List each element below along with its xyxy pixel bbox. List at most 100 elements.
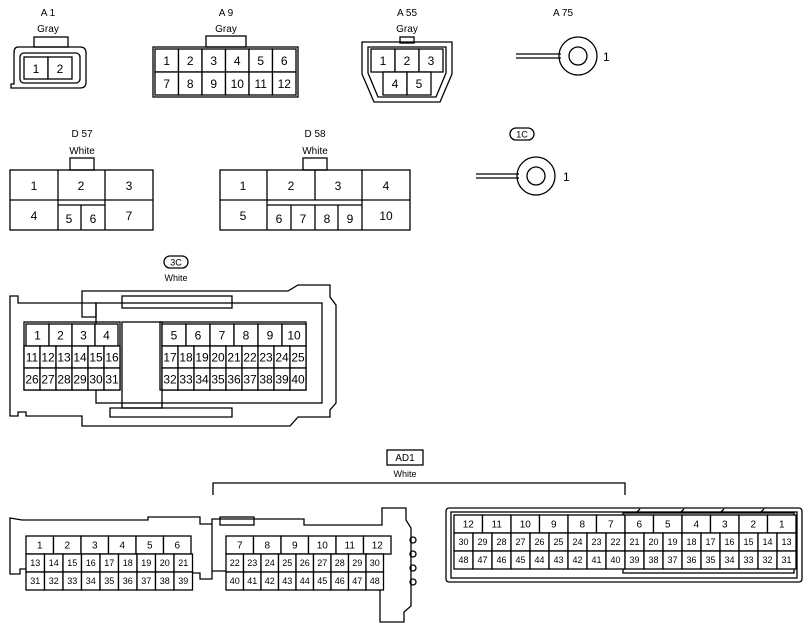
ad1-right-pin-label: 18 [686, 537, 696, 547]
ad1-left-pin-label: 39 [178, 576, 188, 586]
ad1-left-pin-cell [173, 571, 194, 591]
3c-pin-label: 11 [26, 350, 39, 364]
d58-pin-label: 3 [335, 179, 342, 193]
d57-pin-label: 1 [31, 179, 38, 193]
ad1-left-pin-label: 3 [92, 541, 98, 552]
ad1-left-pin-label: 32 [49, 576, 59, 586]
3c-center-rib [121, 321, 163, 409]
a55-pin-cell [406, 71, 432, 96]
ad1-right-pin-label: 36 [686, 555, 696, 565]
a55-pin-label: 5 [416, 77, 423, 91]
ad1-right-pin-label: 2 [750, 520, 756, 531]
3c-code: 3C [170, 258, 182, 268]
a9-pin-label: 1 [163, 54, 170, 68]
ad1-right-pin-label: 5 [665, 520, 671, 531]
a9-pin-label: 9 [210, 77, 217, 91]
ad1-color: White [393, 469, 416, 479]
connector-a55: A 55 Gray 1 2 3 4 5 [361, 8, 453, 103]
connector-a1: A 1 Gray 1 2 [10, 8, 87, 89]
a9-pin-label: 7 [163, 77, 170, 91]
ad1-left-pin-label: 48 [370, 576, 380, 586]
ad1-left-pin-label: 41 [247, 576, 257, 586]
a1-lock-tab [33, 36, 69, 48]
ad1-right-pin-label: 22 [610, 537, 620, 547]
d57-pin-label: 6 [90, 212, 97, 226]
3c-pin-label: 30 [89, 372, 103, 386]
d57-pin-label: 3 [126, 179, 133, 193]
ad1-left-pin-label: 37 [141, 576, 151, 586]
ad1-left-pin-label: 8 [264, 541, 270, 552]
ad1-left-pin-label: 23 [247, 558, 257, 568]
ad1-left-pin-label: 21 [178, 558, 188, 568]
ad1-right-pin-label: 45 [515, 555, 525, 565]
ad1-left-pin-cell [365, 571, 385, 591]
a1-pin-cell [47, 56, 73, 80]
ad1-right-pin-label: 27 [515, 537, 525, 547]
ad1-left-pin-label: 36 [123, 576, 133, 586]
a9-code: A 9 [219, 8, 234, 19]
ad1-left-pin-label: 33 [67, 576, 77, 586]
ad1-right-pin-label: 16 [724, 537, 734, 547]
a9-pin-label: 10 [231, 77, 245, 91]
a55-pin-label: 3 [428, 54, 435, 68]
connector-a75: A 75 1 [516, 8, 610, 76]
3c-pin-label: 14 [73, 350, 87, 364]
a55-pin-label: 1 [380, 54, 387, 68]
ad1-left-pin-label: 35 [104, 576, 114, 586]
ad1-right-housing [445, 507, 803, 583]
a9-pin-label: 6 [281, 54, 288, 68]
a75-pin-label: 1 [603, 50, 610, 64]
3c-pin-label: 5 [171, 328, 178, 342]
ad1-right-pin-label: 35 [705, 555, 715, 565]
3c-pin-label: 29 [73, 372, 87, 386]
ad1-left-pin-label: 1 [37, 541, 43, 552]
ad1-left-pin-label: 29 [352, 558, 362, 568]
ad1-left-pin-label: 24 [265, 558, 275, 568]
a9-pin-label: 11 [255, 77, 268, 91]
ad1-left-pin-label: 43 [282, 576, 292, 586]
a9-lock-tab [205, 35, 247, 48]
d58-pin-label: 2 [288, 179, 295, 193]
ad1-left-peg [409, 578, 417, 586]
ad1-left-pin-label: 6 [174, 541, 180, 552]
ad1-right-pin-label: 48 [458, 555, 468, 565]
ad1-right-teeth [635, 508, 765, 514]
ad1-right-pin-cell [776, 550, 797, 570]
d58-code: D 58 [304, 129, 326, 140]
3c-pin-label: 18 [179, 350, 193, 364]
a9-pin-label: 4 [234, 54, 241, 68]
ad1-right-pin-label: 38 [648, 555, 658, 565]
ad1-right-pin-label: 23 [591, 537, 601, 547]
a55-pin-label: 4 [392, 77, 399, 91]
a55-inner-housing [367, 46, 447, 98]
3c-pin-label: 36 [227, 372, 241, 386]
a9-pin-label: 2 [187, 54, 194, 68]
ad1-right-pin-label: 40 [610, 555, 620, 565]
1c-code-badge [509, 127, 535, 141]
3c-pin-label: 39 [275, 372, 289, 386]
d57-lock-tab [69, 157, 95, 171]
a9-pin-label: 3 [210, 54, 217, 68]
3c-pin-label: 34 [195, 372, 209, 386]
ad1-left-pin-label: 45 [317, 576, 327, 586]
d58-pin-label: 5 [240, 209, 247, 223]
3c-pin-label: 9 [267, 328, 274, 342]
3c-pin-label: 2 [57, 328, 64, 342]
ad1-left-pin-label: 13 [30, 558, 40, 568]
ad1-right-pin-label: 11 [492, 520, 503, 531]
ad1-right-pin-label: 41 [591, 555, 601, 565]
ad1-right-pin-label: 42 [572, 555, 582, 565]
ad1-right-pin-label: 24 [572, 537, 582, 547]
a9-pin-label: 8 [187, 77, 194, 91]
ad1-left-pin-label: 4 [119, 541, 125, 552]
d58-lock-tab [302, 157, 328, 171]
3c-pin-label: 3 [80, 328, 87, 342]
3c-pin-label: 27 [41, 372, 55, 386]
connector-1c: 1C 1 [476, 127, 570, 196]
d58-pin-label: 9 [347, 212, 354, 226]
3c-pin-label: 17 [163, 350, 177, 364]
ad1-right-pin-label: 8 [579, 520, 585, 531]
d58-pin-label: 6 [276, 212, 283, 226]
